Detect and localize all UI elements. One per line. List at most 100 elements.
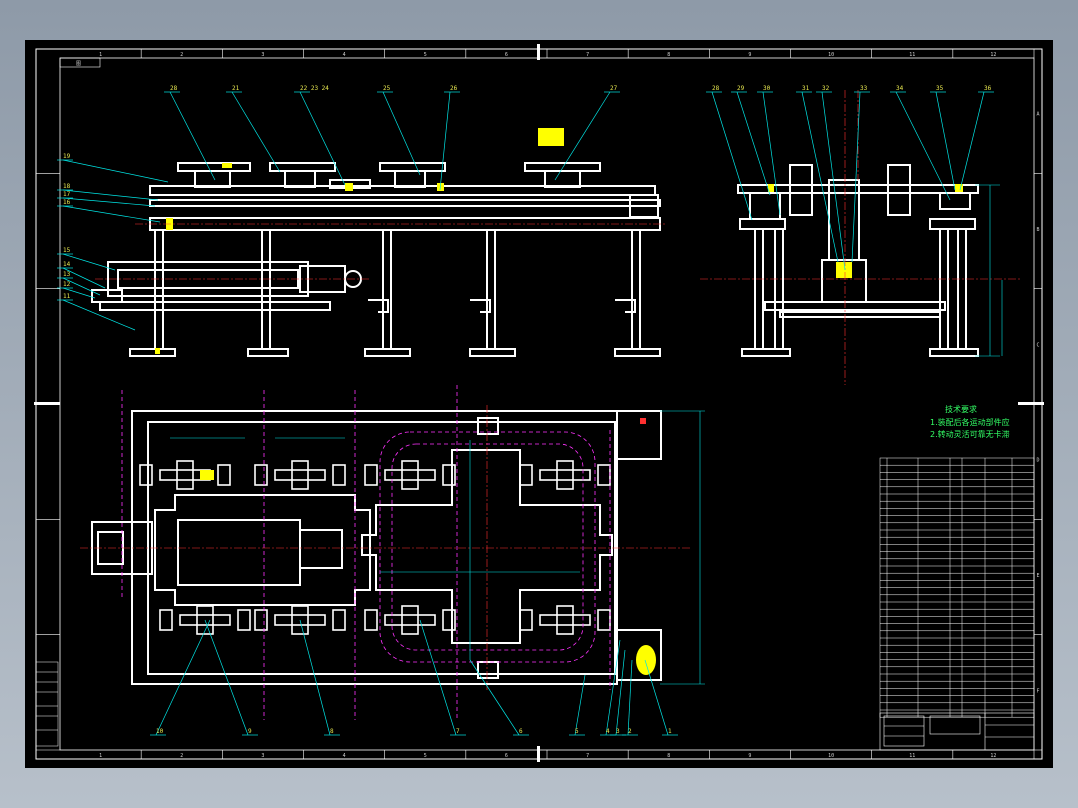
clamp-block: [332, 609, 346, 631]
plan-callout-label: 6: [519, 728, 523, 735]
frame-code-box: [59, 57, 101, 68]
plan-callout-leader: [574, 674, 586, 736]
plan-callout-label: 8: [330, 728, 334, 735]
zone-label-bottom: 11: [909, 753, 915, 759]
front-view-centerlines: [95, 223, 665, 280]
side-callout-label: 36: [984, 85, 992, 92]
side-callout-label: 31: [802, 85, 810, 92]
clamp-bar: [539, 469, 591, 481]
centering-mark-right: [1018, 402, 1044, 405]
zone-label-top: 8: [667, 52, 670, 58]
clamp-body: [401, 605, 419, 635]
zone-label-bottom: 1: [99, 753, 102, 759]
zone-tick-marks: [36, 49, 1042, 759]
clamp-body: [401, 460, 419, 490]
clamp-bar: [274, 469, 326, 481]
zone-label-top: 10: [828, 52, 834, 58]
plan-callout-label: 1: [668, 728, 672, 735]
clamp-block: [364, 609, 378, 631]
left-callout-label: 13: [63, 271, 71, 278]
clamp-block: [217, 464, 231, 486]
zone-label-top: 7: [586, 52, 589, 58]
top-callout-leader: [439, 91, 451, 191]
plan-view-highlights: [200, 418, 656, 675]
zone-label-top: 12: [990, 52, 996, 58]
leader-lines: [57, 91, 994, 736]
tech-requirements-title: 技术要求: [945, 404, 977, 414]
plan-callout-leader: [615, 649, 626, 736]
plan-callout-leader: [644, 659, 669, 736]
left-callout-label: 18: [63, 183, 71, 190]
clamp-bar: [539, 614, 591, 626]
clamp-block: [332, 464, 346, 486]
plan-callout-leader: [155, 619, 211, 736]
top-callout-label: 26: [450, 85, 458, 92]
zone-label-side: D: [1036, 458, 1039, 464]
clamp-block: [519, 464, 533, 486]
centering-mark-left: [34, 402, 60, 405]
title-block: [879, 712, 1035, 751]
clamp-block: [139, 464, 153, 486]
plan-callout-label: 5: [575, 728, 579, 735]
side-callout-leader: [851, 91, 861, 263]
left-callout-leader: [62, 253, 116, 271]
zone-label-side: E: [1036, 573, 1039, 579]
side-callout-leader: [821, 91, 846, 271]
zone-label-bottom: 10: [828, 753, 834, 759]
clamp-body: [176, 460, 194, 490]
clamp-block: [442, 609, 456, 631]
side-callout-leader: [736, 91, 771, 196]
clamp-block: [159, 609, 173, 631]
top-callout-leader: [382, 91, 421, 176]
plan-view-centerlines: [80, 405, 690, 690]
clamp-block: [519, 609, 533, 631]
left-callout-leader: [62, 287, 96, 299]
side-callout-leader: [711, 91, 753, 221]
left-callout-leader: [62, 277, 101, 296]
zone-label-bottom: 5: [424, 753, 427, 759]
centering-mark-bottom: [537, 746, 540, 762]
top-callout-leader: [299, 91, 346, 186]
left-callout-label: 17: [63, 191, 71, 198]
side-callout-leader: [935, 91, 956, 191]
side-callout-label: 32: [822, 85, 830, 92]
top-callout-leader: [231, 91, 281, 173]
clamp-block: [254, 609, 268, 631]
top-callout-leader: [554, 91, 611, 181]
clamp-body: [556, 605, 574, 635]
clamp-body: [556, 460, 574, 490]
zone-label-top: 9: [748, 52, 751, 58]
zone-label-bottom: 3: [261, 753, 264, 759]
side-callout-label: 30: [763, 85, 771, 92]
centering-mark-top: [537, 44, 540, 60]
side-callout-leader: [801, 91, 839, 263]
clamp-body: [291, 605, 309, 635]
plan-callout-label: 9: [248, 728, 252, 735]
left-callout-label: 11: [63, 293, 71, 300]
side-view-highlights: [768, 184, 963, 278]
tech-requirement-line-1: 1.装配后各运动部件应: [930, 417, 1010, 427]
zone-label-side: F: [1036, 688, 1039, 694]
plan-callout-label: 7: [456, 728, 460, 735]
left-callout-leader: [62, 189, 159, 201]
side-callout-label: 29: [737, 85, 745, 92]
left-callout-label: 15: [63, 247, 71, 254]
left-callout-leader: [62, 267, 106, 289]
plan-callout-label: 2: [628, 728, 632, 735]
plan-callout-leader: [419, 619, 457, 736]
clamp-bar: [179, 614, 231, 626]
top-callout-label: 25: [383, 85, 391, 92]
left-callout-leader: [62, 299, 136, 331]
left-callout-label: 14: [63, 261, 71, 268]
revision-block: [35, 661, 59, 747]
clamp-block: [237, 609, 251, 631]
parts-list-table: [879, 457, 1035, 718]
plan-callout-leader: [627, 659, 633, 736]
left-callout-leader: [62, 197, 156, 207]
zone-label-bottom: 8: [667, 753, 670, 759]
zone-label-side: C: [1036, 342, 1039, 348]
side-callout-leader: [895, 91, 951, 201]
zone-label-side: B: [1036, 227, 1039, 233]
